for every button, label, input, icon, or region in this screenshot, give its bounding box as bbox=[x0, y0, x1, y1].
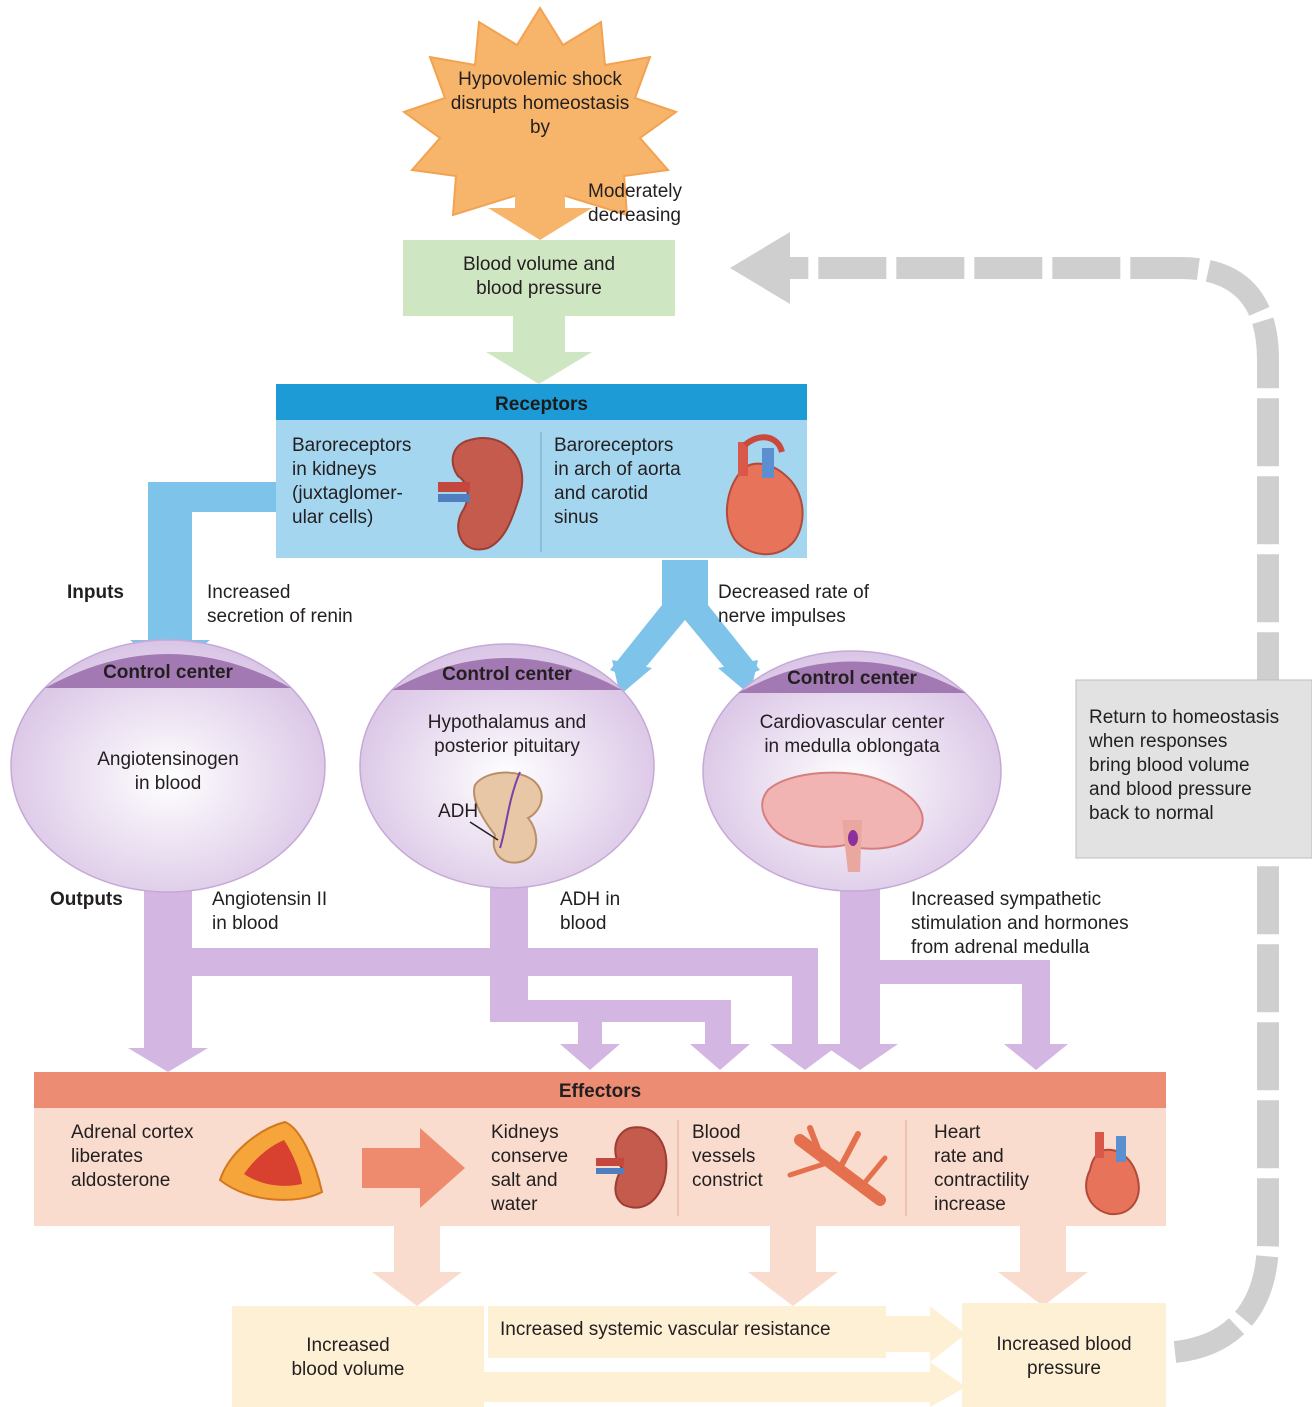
resistance-box bbox=[488, 1306, 886, 1358]
pituitary-illustration bbox=[469, 771, 543, 864]
blood-pressure-text: Increased blood pressure bbox=[996, 1334, 1132, 1379]
brain-illustration bbox=[761, 771, 924, 872]
control-center-1-text: Angiotensinogen in blood bbox=[97, 749, 239, 794]
controlled-condition-box bbox=[403, 240, 675, 316]
volume-arrow-head bbox=[930, 1362, 966, 1407]
adh-output-label: ADH in blood bbox=[560, 889, 621, 934]
change-label: Moderately decreasing bbox=[588, 181, 682, 226]
output-arrows bbox=[128, 868, 1068, 1072]
effector-flow-arrow bbox=[362, 1128, 465, 1208]
condition-arrow bbox=[486, 316, 592, 384]
renin-label: Increased secretion of renin bbox=[207, 582, 353, 627]
blood-vessel-illustration bbox=[787, 1125, 888, 1206]
receptor-aorta-text: Baroreceptors in arch of aorta and carot… bbox=[554, 435, 681, 528]
receptor-kidney-text: Baroreceptors in kidneys (juxtaglomer- u… bbox=[292, 435, 412, 528]
control-center-1 bbox=[10, 639, 326, 893]
blood-volume-box bbox=[232, 1306, 484, 1407]
nerve-impulse-label: Decreased rate of nerve impulses bbox=[718, 582, 870, 627]
blood-pressure-box bbox=[962, 1303, 1166, 1407]
control-center-3-text: Cardiovascular center in medulla oblonga… bbox=[759, 712, 945, 757]
sympathetic-label: Increased sympathetic stimulation and ho… bbox=[911, 889, 1129, 958]
effectors-box bbox=[34, 1072, 1166, 1226]
adh-sublabel: ADH bbox=[438, 801, 479, 822]
effector-heart-illustration bbox=[1085, 1132, 1140, 1216]
angiotensin-label: Angiotensin II in blood bbox=[212, 889, 328, 934]
effector-kidneys-text: Kidneys conserve salt and water bbox=[491, 1122, 569, 1215]
heart-illustration bbox=[725, 434, 804, 556]
effector-heart-text: Heart rate and contractility increase bbox=[934, 1122, 1030, 1215]
adrenal-illustration bbox=[218, 1120, 324, 1201]
response-arrows bbox=[372, 1226, 1088, 1306]
controlled-condition-text: Blood volume and blood pressure bbox=[462, 254, 616, 299]
resistance-arrow-head bbox=[886, 1306, 966, 1362]
control-center-2-title: Control center bbox=[442, 664, 572, 685]
volume-arrow-shaft bbox=[484, 1372, 930, 1402]
effector-vessels-text: Blood vessels constrict bbox=[692, 1122, 763, 1191]
resistance-text: Increased systemic vascular resistance bbox=[500, 1319, 831, 1340]
control-center-3-title: Control center bbox=[787, 668, 917, 689]
effectors-title: Effectors bbox=[558, 1081, 642, 1102]
stimulus-arrow bbox=[488, 185, 592, 240]
control-center-2-text: Hypothalamus and posterior pituitary bbox=[427, 712, 587, 757]
inputs-label: Inputs bbox=[67, 582, 124, 603]
outputs-label: Outputs bbox=[50, 889, 123, 910]
effector-adrenal-text: Adrenal cortex liberates aldosterone bbox=[71, 1122, 194, 1191]
return-note-text: Return to homeostasis when responses bri… bbox=[1089, 707, 1280, 824]
control-center-2 bbox=[359, 643, 655, 889]
return-note-box bbox=[1075, 679, 1312, 859]
effector-kidney-illustration bbox=[596, 1126, 668, 1209]
blood-volume-text: Increased blood volume bbox=[291, 1335, 405, 1380]
receptors-title: Receptors bbox=[495, 394, 588, 415]
stimulus-text: Hypovolemic shock disrupts homeostasis b… bbox=[450, 69, 630, 138]
control-center-1-title: Control center bbox=[103, 662, 233, 683]
kidney-illustration bbox=[438, 437, 524, 551]
receptors-box bbox=[276, 384, 807, 558]
